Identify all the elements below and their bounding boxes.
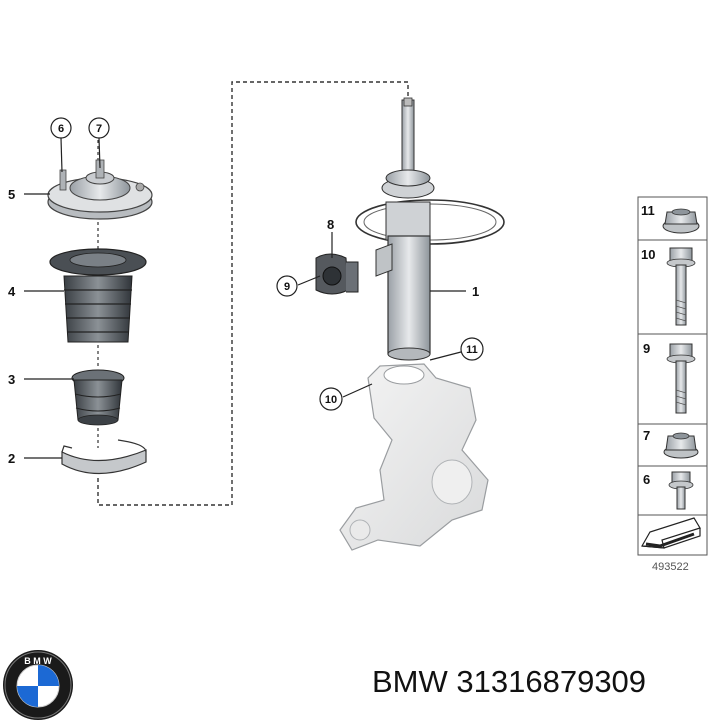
callout-4: 4 [8,284,16,299]
part-number: 31316879309 [456,664,647,699]
legend-label-10: 10 [641,247,655,262]
callout-1: 1 [472,284,479,299]
leader-line-11 [429,351,462,361]
circled-callout-11: 11 [460,337,484,361]
svg-text:9: 9 [284,281,290,293]
svg-text:7: 7 [96,123,102,135]
flange-nut-icon [662,208,700,234]
legend-label-6: 6 [643,472,650,487]
callout-3: 3 [8,372,15,387]
diagram-ref-number: 493522 [652,561,689,573]
bolt-icon [666,343,696,414]
nut-icon [663,432,699,459]
assembly-dashed-line [97,81,409,506]
circled-callout-9: 9 [276,275,298,297]
circled-callout-7: 7 [88,117,110,139]
part-title: BMW 31316879309 [372,664,712,700]
bmw-logo-lettering: B M W [24,656,52,666]
legend-label-9: 9 [643,341,650,356]
steering-knuckle [339,363,489,551]
circled-callout-6: 6 [50,117,72,139]
strut-mount [47,159,153,220]
circled-callout-10: 10 [319,387,343,411]
direction-arrow-icon [641,517,701,549]
svg-text:6: 6 [58,123,64,135]
brand-name: BMW [372,664,448,699]
short-bolt-icon [668,471,694,510]
legend-label-11: 11 [641,203,655,218]
long-bolt-icon [666,247,696,326]
svg-text:10: 10 [325,394,337,406]
leader-line-7 [98,137,101,169]
svg-text:11: 11 [466,344,478,356]
bushing [315,253,359,295]
bump-stop [71,369,125,426]
legend-label-7: 7 [643,428,650,443]
callout-8: 8 [327,217,334,232]
leader-line-10 [342,383,373,398]
callout-2: 2 [8,451,15,466]
dust-boot [49,248,147,343]
leader-line-6 [60,137,63,173]
shock-absorber [355,97,505,361]
spring-seat [61,439,147,475]
callout-5: 5 [8,187,15,202]
fastener-legend: 11 10 9 7 6 [637,196,708,556]
leader-line-9 [297,275,321,286]
bmw-logo: B M W [3,650,73,720]
